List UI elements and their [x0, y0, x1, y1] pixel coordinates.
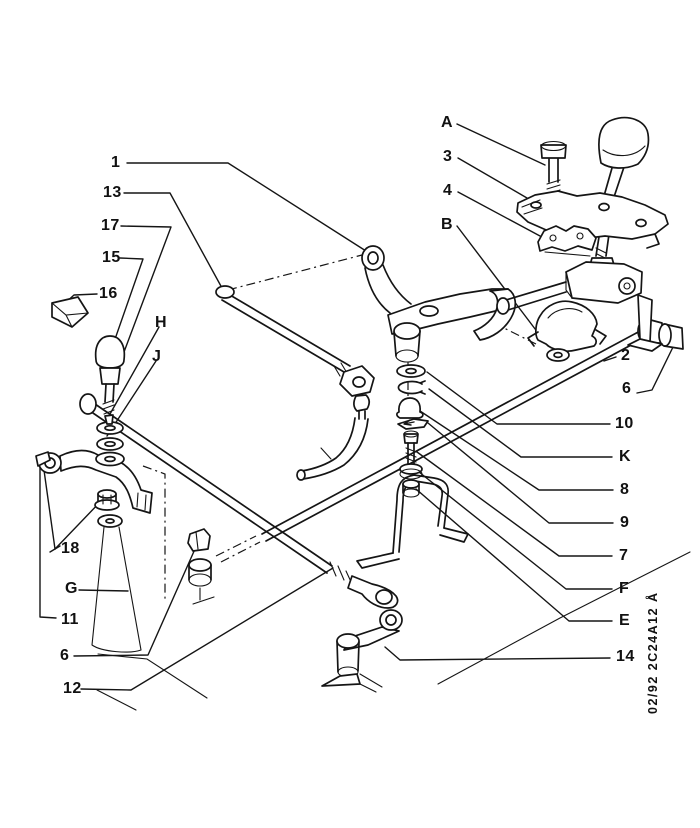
callout-A: A — [441, 114, 454, 131]
part-pivot-housing — [496, 261, 663, 352]
callout-10: 10 — [615, 415, 634, 432]
part-relay-lever-14 — [321, 609, 403, 687]
callout-8: 8 — [620, 481, 630, 498]
part-boot-cone-g — [91, 526, 142, 653]
callout-4: 4 — [443, 182, 453, 199]
callout-B: B — [441, 216, 454, 233]
callout-11: 11 — [61, 611, 79, 628]
part-clip-6-left — [187, 528, 211, 552]
part-selector-lever-1 — [361, 245, 517, 363]
part-link-rod-13 — [215, 285, 375, 420]
leader-lines — [39, 123, 675, 691]
callout-H: H — [155, 314, 168, 331]
part-bolt-a — [540, 140, 567, 195]
callout-6-left: 6 — [60, 647, 70, 664]
part-left-lever-arm — [35, 449, 153, 514]
part-bushing-6-right — [658, 323, 684, 350]
callout-17: 17 — [101, 217, 120, 234]
part-stack-center — [396, 364, 429, 498]
part-nut-washer-lower — [94, 489, 123, 528]
part-bolt-15 — [94, 335, 126, 425]
part-stack-left — [95, 421, 125, 467]
callout-3: 3 — [443, 148, 453, 165]
page-code-stamp: 02/92 2C24A12 Å — [646, 591, 660, 714]
callout-6-right: 6 — [622, 380, 632, 397]
callout-E: E — [619, 612, 631, 629]
callout-F: F — [619, 580, 630, 597]
callout-18: 18 — [61, 540, 80, 557]
callout-16: 16 — [99, 285, 118, 302]
part-bushing-12 — [188, 558, 215, 605]
callout-K: K — [619, 448, 632, 465]
callout-13: 13 — [103, 184, 122, 201]
part-wedge-16 — [51, 296, 89, 328]
callout-15: 15 — [102, 249, 121, 266]
callout-G: G — [65, 580, 78, 597]
callout-9: 9 — [620, 514, 630, 531]
part-bent-tube — [296, 417, 369, 481]
callout-12: 12 — [63, 680, 82, 697]
callout-2: 2 — [621, 347, 631, 364]
callout-J: J — [152, 348, 162, 365]
part-clamp-4 — [537, 225, 597, 257]
part-bracket-b — [527, 300, 607, 362]
part-control-rod-lower — [79, 393, 399, 609]
callout-7: 7 — [619, 547, 629, 564]
callout-1: 1 — [111, 154, 121, 171]
callout-14: 14 — [616, 648, 635, 665]
